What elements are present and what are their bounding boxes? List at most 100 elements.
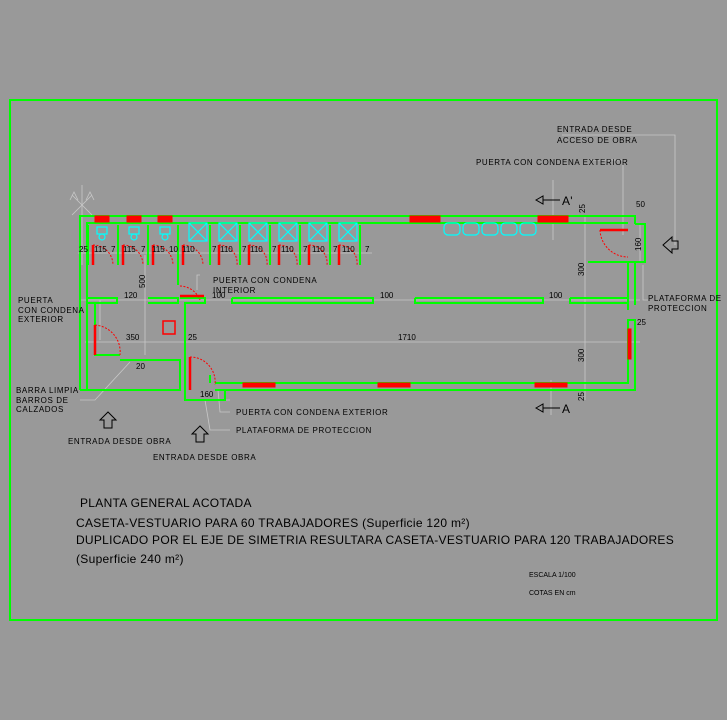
door (181, 244, 204, 266)
shower-icon (248, 222, 268, 242)
windows (94, 215, 632, 388)
dimension: 500 (138, 274, 147, 288)
dimension: 50 (636, 200, 645, 209)
label-plataforma: PROTECCION (648, 304, 707, 313)
dimension: 115 (123, 245, 136, 254)
label-entrada-acceso: ENTRADA DESDE (557, 125, 632, 134)
label-plataforma: PLATAFORMA DE (648, 294, 722, 303)
dimension: 100 (380, 291, 394, 300)
dimension: 25 (188, 333, 197, 342)
dimension: 7 (272, 245, 277, 254)
dimension: 25 (578, 204, 587, 213)
section-arrow-icon (534, 403, 560, 413)
dimension: 1710 (398, 333, 416, 342)
entrance-arrow-icon (662, 235, 679, 255)
dimension: 7 (141, 245, 146, 254)
dimension: 7 (212, 245, 217, 254)
section-label: A' (562, 194, 573, 208)
sink-icon (462, 222, 480, 236)
window (94, 215, 110, 223)
symmetry-axis-icon (69, 185, 95, 265)
dimension: 110 (342, 245, 355, 254)
label-entrada-acceso: ACCESO DE OBRA (557, 136, 637, 145)
label-entrada-obra: ENTRADA DESDE OBRA (68, 437, 171, 446)
drawing-title: PLANTA GENERAL ACOTADA (80, 496, 252, 510)
label-puerta-interior: PUERTA CON CONDENA (213, 276, 317, 285)
window (157, 215, 173, 223)
urinal-icon (159, 226, 171, 241)
label-entrada-obra: ENTRADA DESDE OBRA (153, 453, 256, 462)
urinal-icon (128, 226, 140, 241)
label-puerta-exterior: PUERTA (18, 296, 53, 305)
window (377, 382, 411, 388)
label-puerta-exterior: EXTERIOR (18, 315, 64, 324)
window (537, 215, 569, 223)
dimension: 115 (94, 245, 107, 254)
label-barra-limpia: BARROS DE (16, 396, 69, 405)
dimension: 110 (281, 245, 294, 254)
sink-icon (481, 222, 499, 236)
dimension: 7 (333, 245, 338, 254)
dimension: 25 (577, 392, 586, 401)
dimension: 7 (242, 245, 247, 254)
label-puerta-interior: INTERIOR (213, 286, 256, 295)
scale-note: ESCALA 1/100 (529, 572, 576, 579)
label-barra-limpia: BARRA LIMPIA (16, 386, 79, 395)
dimension: 160 (200, 390, 214, 399)
entrance-arrow-icon (98, 411, 118, 429)
label-puerta-exterior: PUERTA CON CONDENA EXTERIOR (236, 408, 388, 417)
dimension: 300 (577, 262, 586, 276)
window (534, 382, 568, 388)
dimension: 160 (634, 237, 643, 251)
doors (91, 228, 629, 390)
door (307, 244, 328, 266)
label-puerta-exterior: CON CONDENA (18, 306, 85, 315)
walls (79, 215, 646, 401)
dimension: 25 (79, 245, 88, 254)
door (247, 244, 268, 266)
dimension: 20 (136, 362, 145, 371)
section-label: A (562, 402, 570, 416)
dimension: 100 (549, 291, 563, 300)
window (409, 215, 441, 223)
door (188, 356, 216, 390)
door (599, 228, 629, 258)
dimension: 110 (312, 245, 325, 254)
dimension: 110 (182, 245, 195, 254)
door (217, 244, 238, 266)
sink-icon (443, 222, 461, 236)
door (277, 244, 298, 266)
shower-icon (188, 222, 208, 242)
door (179, 285, 204, 301)
label-puerta-exterior: PUERTA CON CONDENA EXTERIOR (476, 158, 628, 167)
dimension-texts: 25 115 7 115 7 115 10 110 7 110 7 110 7 … (79, 200, 646, 401)
window (242, 382, 276, 388)
urinal-icon (96, 226, 108, 241)
door (91, 244, 114, 266)
dimension: 10 (169, 245, 178, 254)
sheet-frame (9, 99, 718, 621)
dimension: 350 (126, 333, 140, 342)
fixtures (96, 222, 537, 242)
dimension: 7 (111, 245, 116, 254)
shower-icon (308, 222, 328, 242)
dimension: 300 (577, 348, 586, 362)
units-note: COTAS EN cm (529, 590, 576, 597)
section-arrow-icon (534, 195, 560, 205)
dimension: 100 (212, 291, 226, 300)
dimension: 7 (303, 245, 308, 254)
note-line: CASETA-VESTUARIO PARA 60 TRABAJADORES (S… (76, 516, 470, 530)
note-line: DUPLICADO POR EL EJE DE SIMETRIA RESULTA… (76, 533, 674, 547)
dimension: 115 (152, 245, 165, 254)
door (121, 244, 144, 266)
window (627, 328, 632, 360)
dimension: 110 (220, 245, 233, 254)
door (337, 244, 358, 266)
annotations: ENTRADA DESDE ACCESO DE OBRA PUERTA CON … (16, 125, 722, 462)
notes: PLANTA GENERAL ACOTADA CASETA-VESTUARIO … (76, 496, 674, 597)
dimension: 110 (250, 245, 263, 254)
shower-tray-icon (162, 320, 176, 335)
shower-icon (218, 222, 238, 242)
sink-icon (500, 222, 518, 236)
